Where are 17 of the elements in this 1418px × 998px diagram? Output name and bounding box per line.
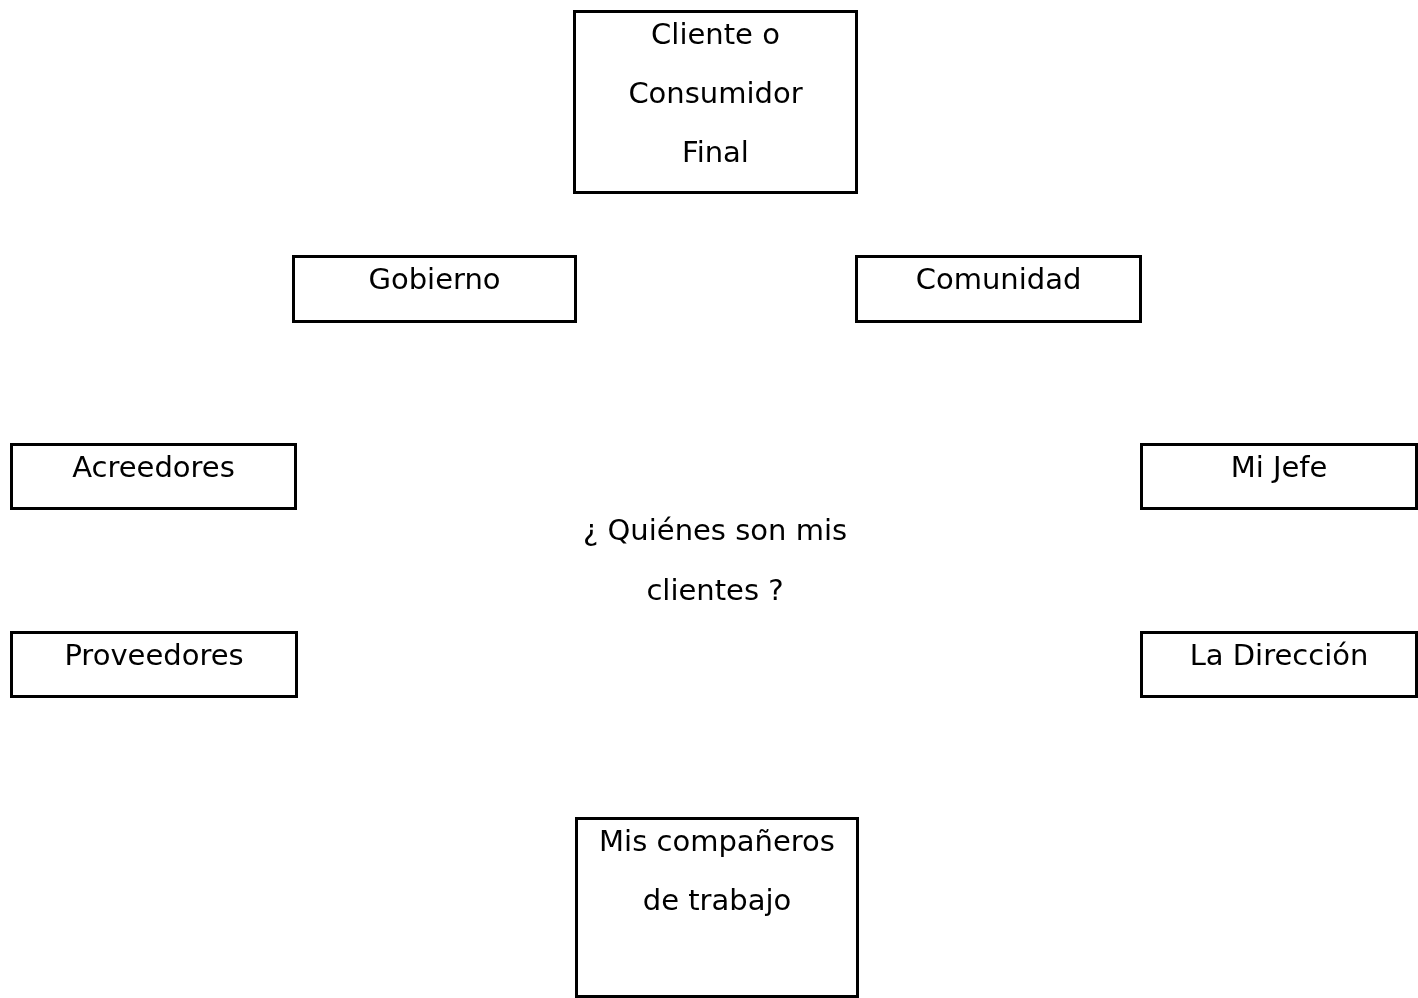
- text-box: [10, 631, 298, 698]
- box-label: Gobierno: [368, 261, 501, 298]
- text-box: [10, 443, 297, 510]
- text-box: [1140, 443, 1418, 510]
- box-label: Acreedores: [72, 449, 235, 486]
- box-label: La Dirección: [1189, 637, 1369, 674]
- text-box: [1140, 631, 1418, 698]
- box-label: Cliente o Consumidor Final: [627, 16, 804, 171]
- box-label: Proveedores: [64, 637, 244, 674]
- text-box: [292, 255, 577, 323]
- box-label: Mi Jefe: [1230, 449, 1328, 486]
- text-box: [575, 817, 859, 998]
- box-label: Comunidad: [915, 261, 1082, 298]
- box-label: Mis compañeros de trabajo: [598, 823, 836, 919]
- text-box: [573, 10, 858, 194]
- center-question: ¿ Quiénes son mis clientes ?: [581, 512, 849, 609]
- text-box: [855, 255, 1142, 323]
